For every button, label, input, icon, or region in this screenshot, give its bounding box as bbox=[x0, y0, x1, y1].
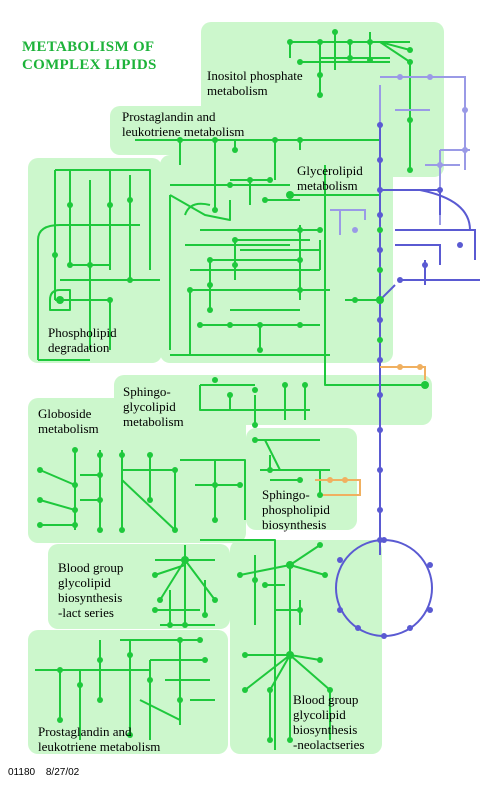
region-label-blood-lact[interactable]: Blood group glycolipid biosynthesis -lac… bbox=[58, 560, 124, 620]
map-id: 01180 bbox=[8, 767, 36, 778]
region-label-phospholipid[interactable]: Phospholipid degradation bbox=[48, 325, 117, 355]
orange-nodes bbox=[327, 364, 423, 483]
region-label-inositol[interactable]: Inositol phosphate metabolism bbox=[207, 68, 303, 98]
lilac-nodes bbox=[352, 74, 468, 233]
region-label-glycerolipid[interactable]: Glycerolipid metabolism bbox=[297, 163, 363, 193]
map-footer: 01180 8/27/02 bbox=[8, 767, 87, 778]
region-label-blood-neolact[interactable]: Blood group glycolipid biosynthesis -neo… bbox=[293, 692, 365, 752]
orange-pathways bbox=[315, 366, 426, 496]
region-blood-neolact-bg bbox=[230, 540, 382, 754]
region-label-prostaglandin-top[interactable]: Prostaglandin and leukotriene metabolism bbox=[122, 109, 245, 139]
region-phospholipid-bg bbox=[28, 158, 162, 363]
region-label-sphingoglycolipid[interactable]: Sphingo- glycolipid metabolism bbox=[123, 384, 184, 429]
region-label-prostaglandin-bottom[interactable]: Prostaglandin and leukotriene metabolism bbox=[38, 724, 161, 754]
map-date: 8/27/02 bbox=[45, 767, 80, 778]
green-nodes bbox=[37, 29, 429, 743]
region-label-globoside[interactable]: Globoside metabolism bbox=[38, 406, 99, 436]
blue-nodes bbox=[337, 122, 463, 639]
region-label-sphingophospholipid[interactable]: Sphingo- phospholipid biosynthesis bbox=[262, 487, 330, 532]
map-title: METABOLISM OF COMPLEX LIPIDS bbox=[22, 39, 157, 73]
